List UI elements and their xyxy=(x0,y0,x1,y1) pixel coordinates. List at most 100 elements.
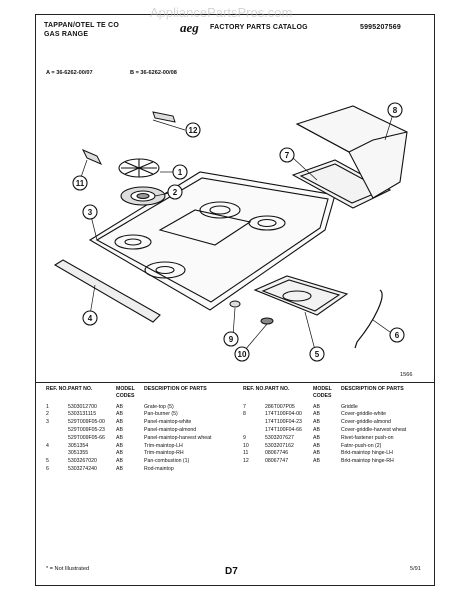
brand-line-2: GAS RANGE xyxy=(44,31,89,38)
model-code-cell: AB xyxy=(116,411,123,418)
description-cell: Fatnr-push-on (2) xyxy=(341,442,382,449)
ref-cell: 7 xyxy=(243,403,246,410)
svg-text:6: 6 xyxy=(395,331,400,340)
description-cell: Trim-maintop-LH xyxy=(144,442,183,449)
part-number-cell: 286T007P05 xyxy=(265,403,295,410)
exploded-parts-diagram: 12 11 1 2 3 4 5 6 7 8 9 10 xyxy=(53,102,408,362)
ref-cell: 1 xyxy=(46,403,49,410)
model-code-cell: AB xyxy=(116,450,123,457)
table-header-left: REF. NO. PART NO. MODEL CODES DESCRIPTIO… xyxy=(46,386,236,400)
part-number-cell: 3051355 xyxy=(68,450,89,457)
description-cell: Griddle xyxy=(341,403,358,410)
diagram-code: 1566 xyxy=(400,372,413,378)
table-row: 7 286T007P05 AB Griddle xyxy=(243,404,433,411)
description-cell: Brkt-maintop hinge-LH xyxy=(341,450,393,457)
part-number-cell: 174T100F04-00 xyxy=(265,411,302,418)
callout-12: 12 xyxy=(185,122,201,138)
parts-table-left: REF. NO. PART NO. MODEL CODES DESCRIPTIO… xyxy=(46,386,236,474)
description-cell: Panel-maintop-almond xyxy=(144,426,197,433)
description-cell: Panel-maintop-harvest wheat xyxy=(144,434,212,441)
part-number-cell: 3051354 xyxy=(68,442,89,449)
model-code-cell: AB xyxy=(313,426,320,433)
small-hardware-drawing xyxy=(81,111,274,325)
griddle-cover-drawing xyxy=(295,105,408,199)
svg-text:10: 10 xyxy=(238,350,247,359)
description-cell: Pan-combustion (1) xyxy=(144,458,190,465)
callout-2-bubble: 2 xyxy=(167,184,183,200)
col-desc-header: DESCRIPTION OF PARTS xyxy=(341,386,404,392)
ref-cell: 6 xyxy=(46,465,49,472)
catalog-page-frame xyxy=(35,14,435,586)
ref-cell: 5 xyxy=(46,458,49,465)
part-number-cell: 529T009F05-66 xyxy=(68,434,105,441)
description-cell: Trim-maintop-RH xyxy=(144,450,184,457)
callout-4: 4 xyxy=(82,310,98,326)
table-row: 529T009F05-23 AB Panel-maintop-almond xyxy=(46,427,236,434)
not-illustrated-note: * = Not Illustrated xyxy=(46,566,90,572)
callout-10: 10 xyxy=(234,346,250,362)
model-a-label: A = 36-6262-00/07 xyxy=(46,70,93,76)
rod-maintop-drawing xyxy=(354,289,383,349)
revision-date: 5/91 xyxy=(410,566,421,572)
svg-text:12: 12 xyxy=(189,126,198,135)
model-code-cell: AB xyxy=(116,465,123,472)
part-number-cell: 174T100F04-66 xyxy=(265,426,302,433)
ref-cell: 9 xyxy=(243,434,246,441)
ref-cell xyxy=(46,435,68,442)
description-cell: Cover-griddle-almond xyxy=(341,419,391,426)
watermark-text: AppliancePartsPros.com xyxy=(150,5,293,20)
svg-text:11: 11 xyxy=(76,179,85,188)
part-number-cell: 5303012700 xyxy=(68,403,97,410)
description-cell: Rivet-fastener push-on xyxy=(341,434,394,441)
model-code-cell: AB xyxy=(313,434,320,441)
col-ref-header: REF. NO. xyxy=(243,386,265,392)
part-number-cell: 5303131115 xyxy=(68,411,97,418)
trim-maintop-drawing xyxy=(53,259,161,323)
ref-cell: 8 xyxy=(243,411,246,418)
part-number-cell: 529T009F05-00 xyxy=(68,419,105,426)
model-code-cell: AB xyxy=(313,419,320,426)
page-number: D7 xyxy=(225,566,238,577)
model-code-cell: AB xyxy=(313,450,320,457)
part-number-cell: 529T009F05-23 xyxy=(68,426,105,433)
ref-cell: 10 xyxy=(243,442,249,449)
svg-text:2: 2 xyxy=(173,188,178,197)
ref-cell: 3 xyxy=(46,419,49,426)
brand-logo: aeg xyxy=(180,20,199,35)
description-cell: Rod-maintop xyxy=(144,465,174,472)
ref-cell: 11 xyxy=(243,450,249,457)
model-code-cell: AB xyxy=(116,426,123,433)
model-b-label: B = 36-6262-00/08 xyxy=(130,70,177,76)
table-header-right: REF. NO. PART NO. MODEL CODES DESCRIPTIO… xyxy=(243,386,433,400)
ref-cell: 12 xyxy=(243,458,249,465)
parts-table-right: REF. NO. PART NO. MODEL CODES DESCRIPTIO… xyxy=(243,386,433,466)
combustion-pan-drawing xyxy=(253,275,349,316)
ref-cell xyxy=(243,419,265,426)
table-divider xyxy=(36,382,434,383)
col-ref-header: REF. NO. xyxy=(46,386,68,392)
ref-cell xyxy=(46,427,68,434)
catalog-number: 5995207569 xyxy=(360,24,401,31)
table-row: 3051355 AB Trim-maintop-RH xyxy=(46,450,236,457)
ref-cell xyxy=(243,427,265,434)
svg-text:8: 8 xyxy=(393,106,398,115)
ref-cell: 2 xyxy=(46,411,49,418)
callout-3: 3 xyxy=(82,204,98,220)
model-code-cell: AB xyxy=(313,442,320,449)
model-code-cell: AB xyxy=(313,403,320,410)
callout-1: 1 xyxy=(172,164,188,180)
model-code-cell: AB xyxy=(116,403,123,410)
model-code-cell: AB xyxy=(116,419,123,426)
part-number-cell: 08067747 xyxy=(265,458,289,465)
callout-8: 8 xyxy=(387,102,403,118)
svg-text:5: 5 xyxy=(315,350,320,359)
description-cell: Panel-maintop-white xyxy=(144,419,192,426)
